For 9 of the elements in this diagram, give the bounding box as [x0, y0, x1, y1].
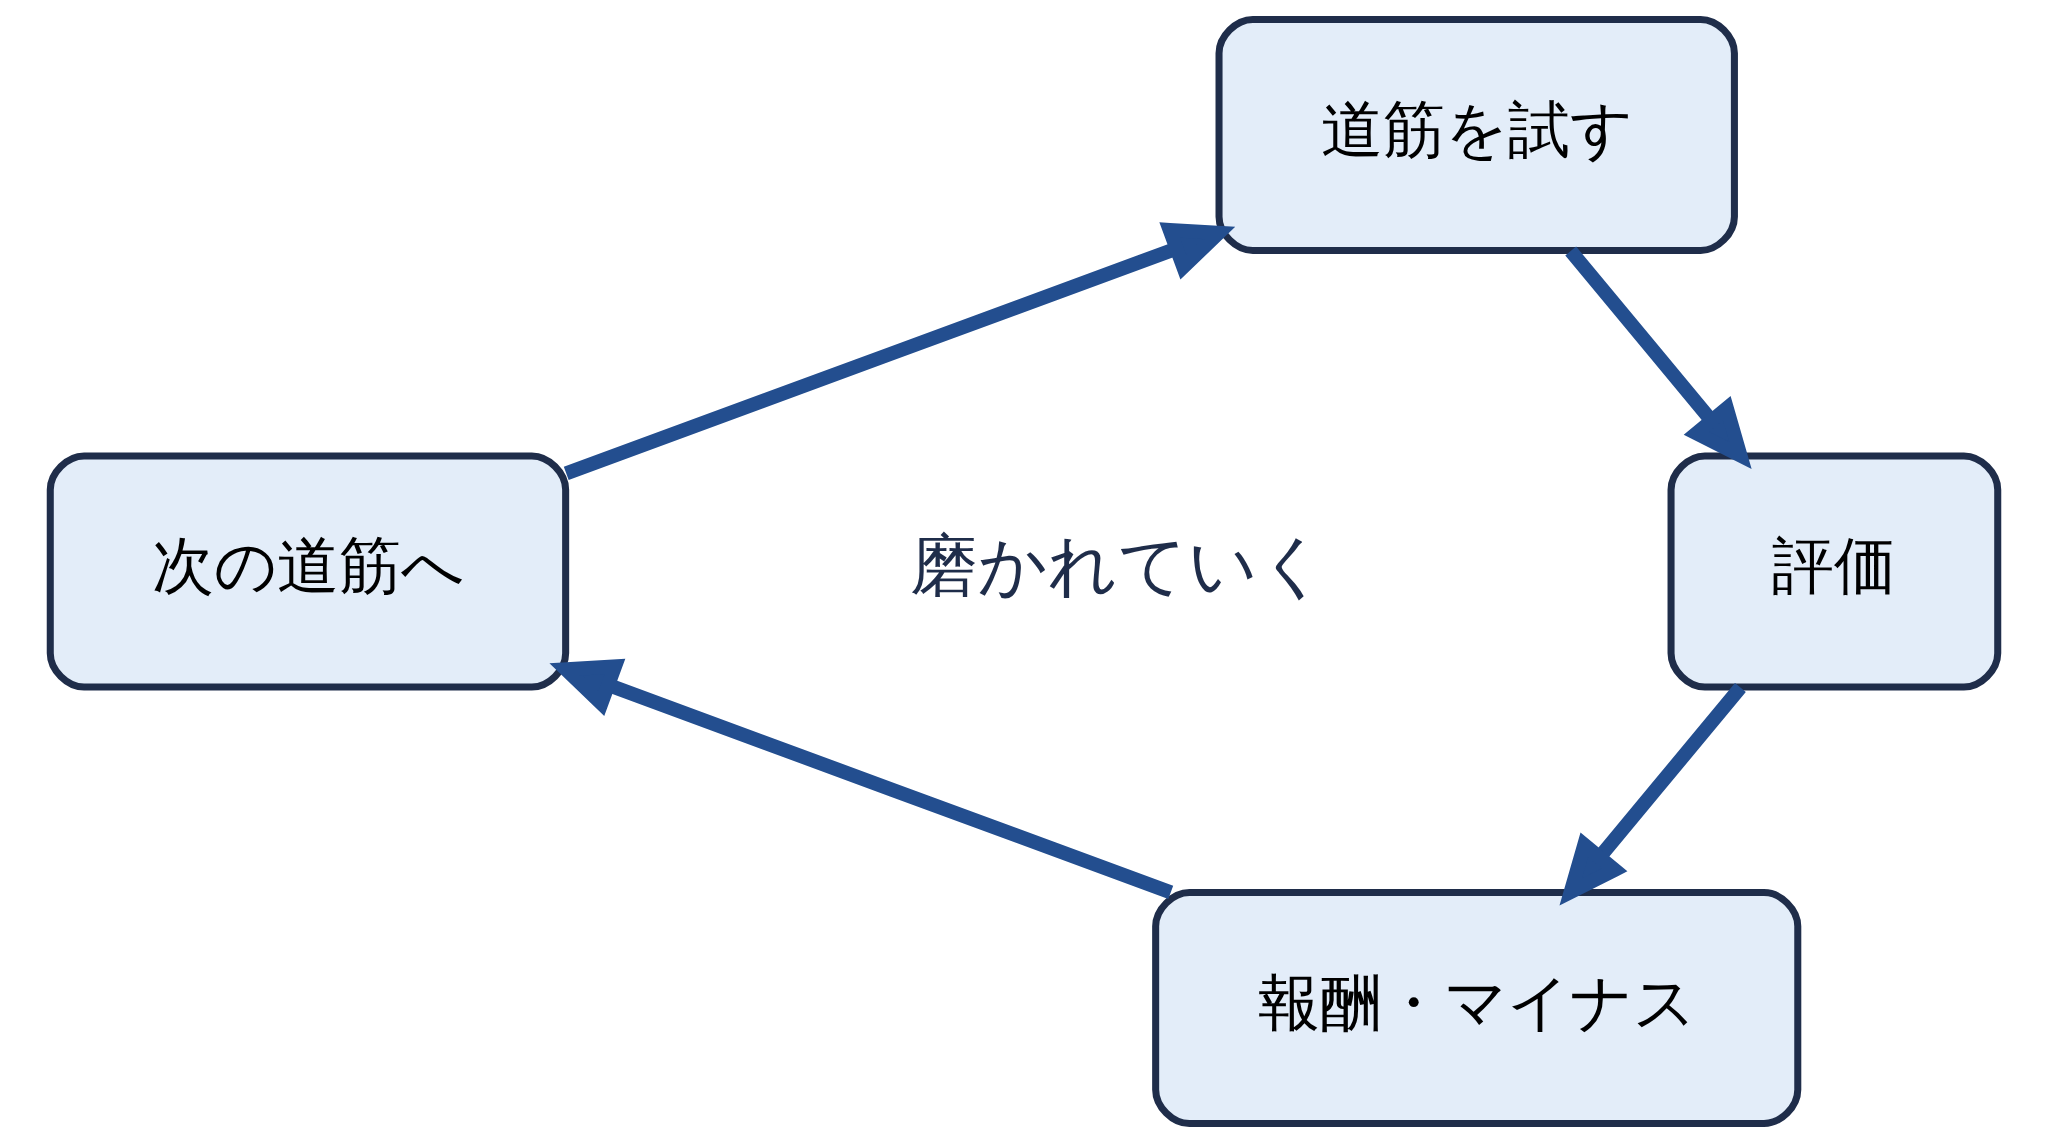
- arrow: [1565, 246, 1752, 469]
- label: 磨かれていく: [910, 525, 1329, 605]
- arrow: [563, 222, 1236, 481]
- node-box: 評価: [1667, 452, 2002, 691]
- node-box: 道筋を試す: [1215, 16, 1738, 254]
- node-box: 次の道筋へ: [46, 452, 570, 691]
- arrow: [549, 658, 1174, 900]
- arrow: [1559, 683, 1746, 906]
- node-box: 報酬・マイナス: [1152, 889, 1802, 1127]
